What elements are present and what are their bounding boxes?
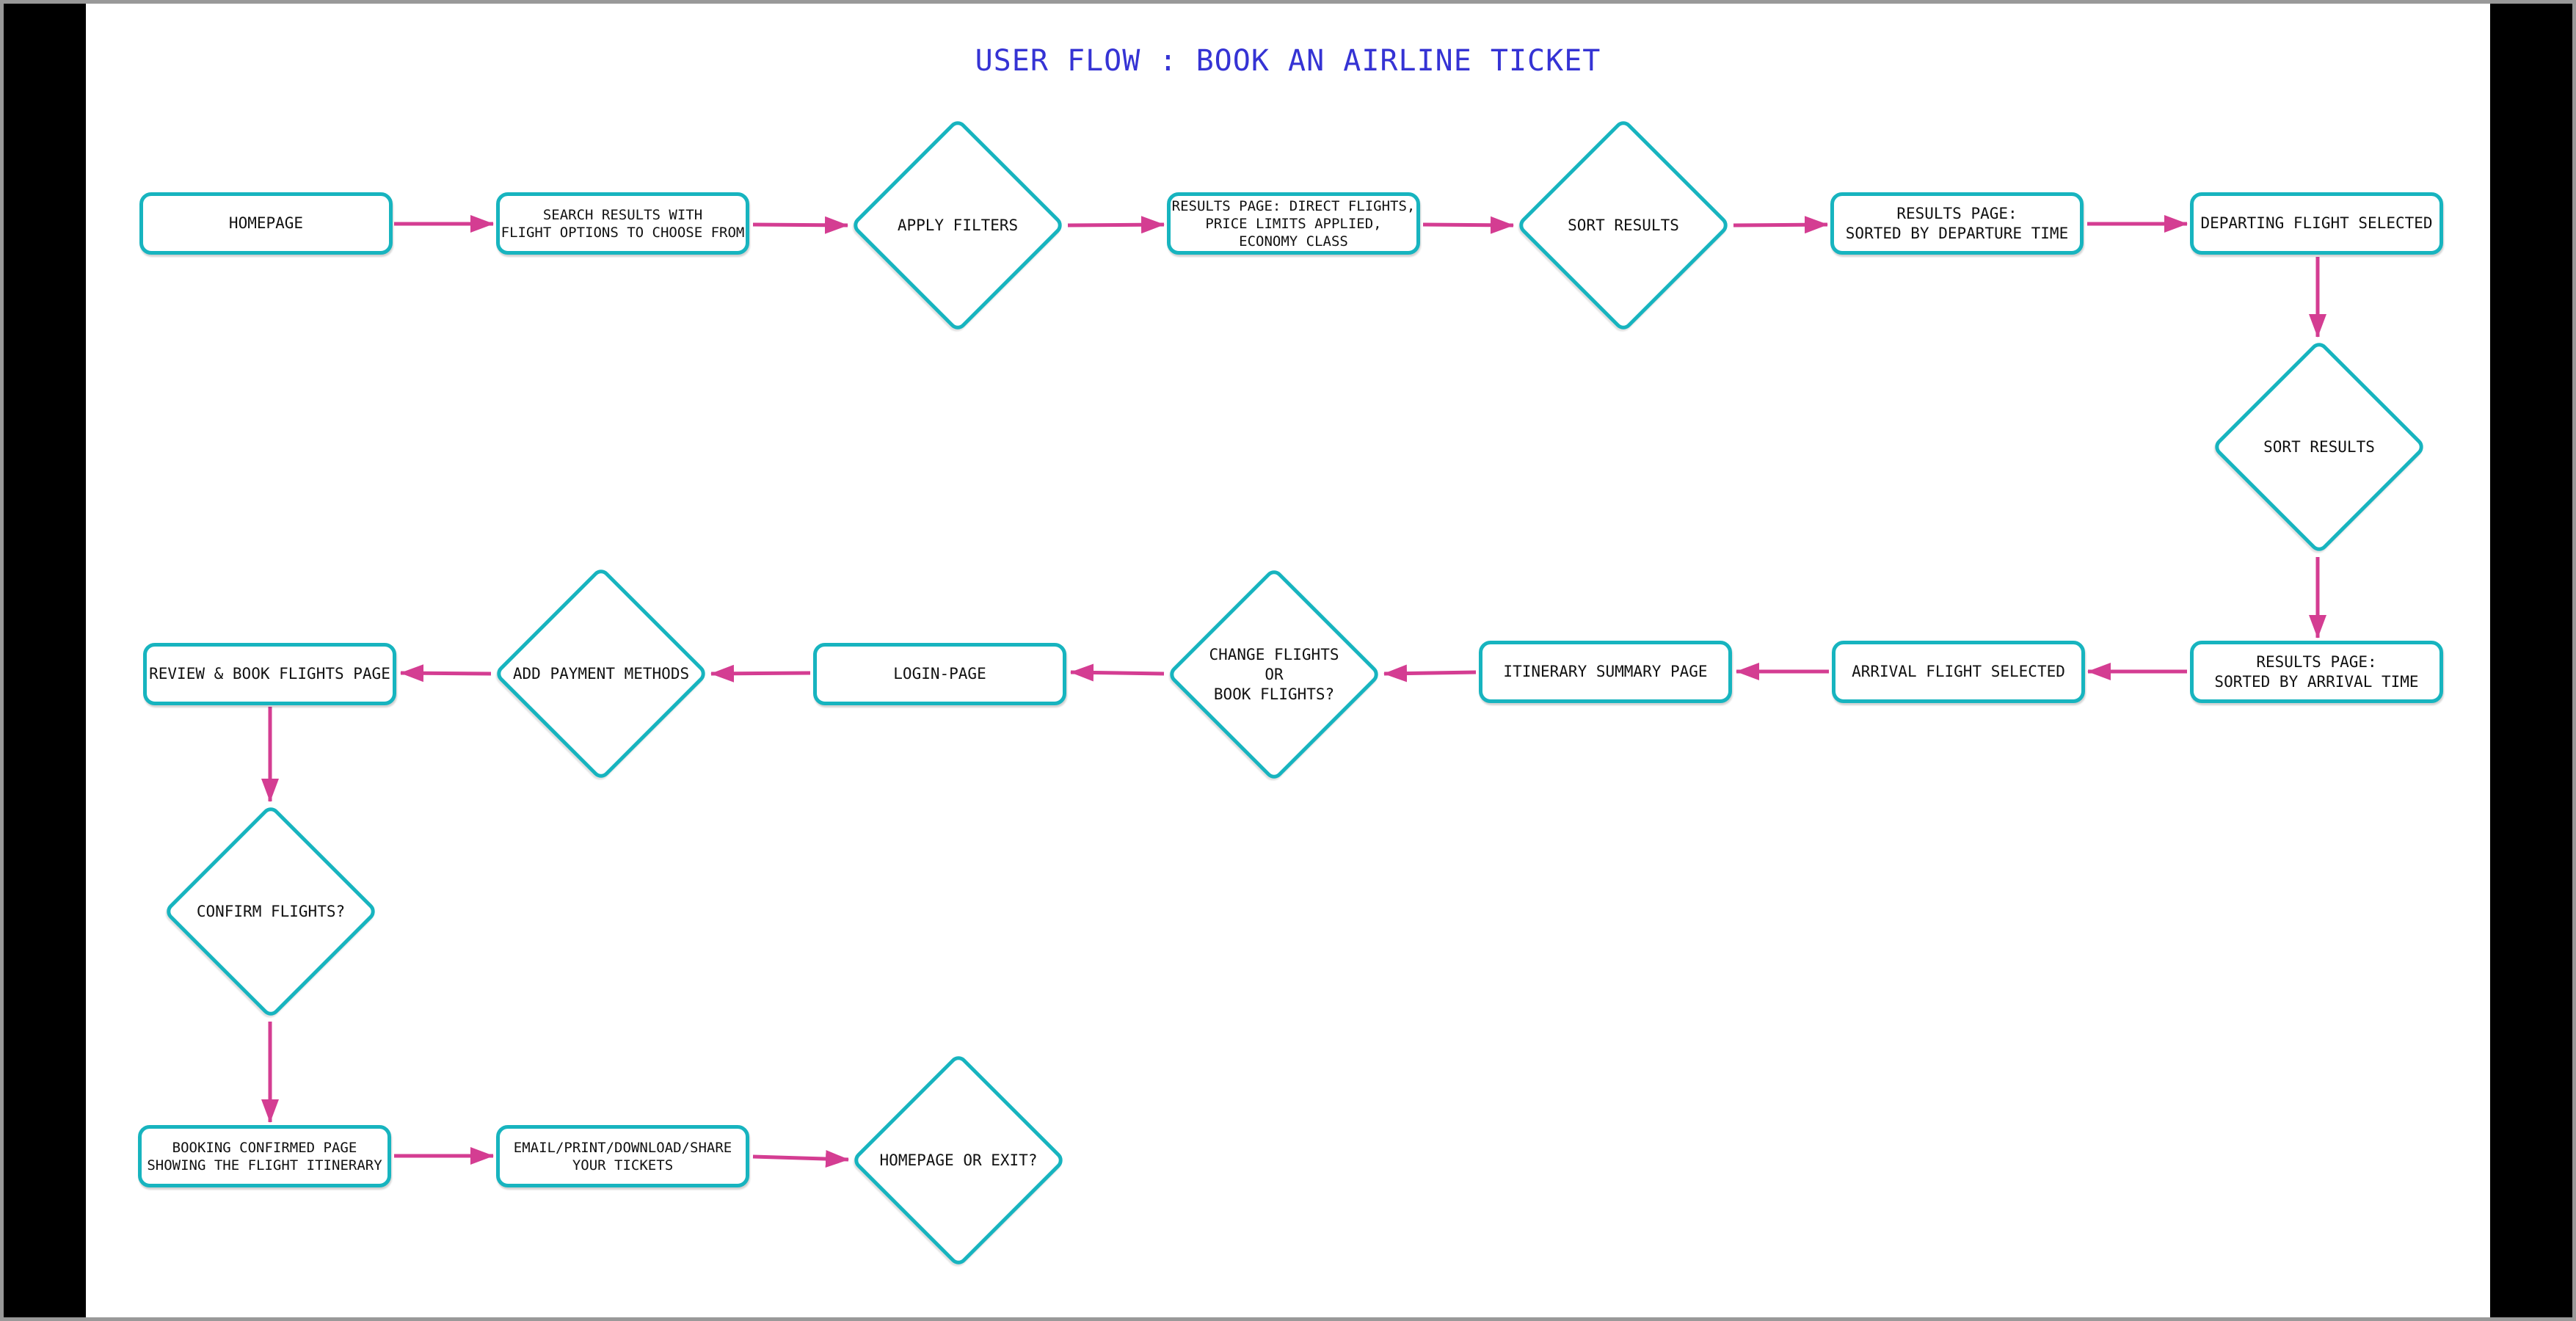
node-label: SORT RESULTS [2263,437,2375,456]
node-label: DEPARTING FLIGHT SELECTED [2200,214,2433,232]
node-itinerary-summary: ITINERARY SUMMARY PAGE [1479,641,1732,703]
node-label: HOMEPAGE OR EXIT? [879,1151,1038,1169]
node-label: SEARCH RESULTS WITH [542,206,703,223]
node-label: CONFIRM FLIGHTS? [196,902,346,920]
node-label: EMAIL/PRINT/DOWNLOAD/SHARE [513,1139,732,1156]
node-results-filtered: RESULTS PAGE: DIRECT FLIGHTS, PRICE LIMI… [1167,192,1420,255]
edge-itinerary-changeorbook [1383,664,1477,683]
node-label: PRICE LIMITS APPLIED, [1205,215,1382,232]
node-label: SHOWING THE FLIGHT ITINERARY [147,1157,382,1173]
node-results-arrival: RESULTS PAGE: SORTED BY ARRIVAL TIME [2190,641,2443,703]
node-label: APPLY FILTERS [897,216,1019,234]
node-label: CHANGE FLIGHTS [1209,645,1339,663]
node-label: YOUR TICKETS [572,1157,674,1173]
node-label: RESULTS PAGE: DIRECT FLIGHTS, [1171,197,1416,214]
node-results-departure: RESULTS PAGE: SORTED BY DEPARTURE TIME [1830,192,2084,255]
node-label: ITINERARY SUMMARY PAGE [1503,663,1708,680]
node-search-results: SEARCH RESULTS WITH FLIGHT OPTIONS TO CH… [496,192,749,255]
node-label: ECONOMY CLASS [1239,233,1348,250]
node-label: BOOKING CONFIRMED PAGE [172,1139,357,1156]
edge-changeorbook-login [1070,663,1165,682]
node-apply-filters: APPLY FILTERS [849,117,1066,334]
node-label: LOGIN-PAGE [893,665,986,683]
node-label: RESULTS PAGE: [1896,204,2017,222]
node-label: ARRIVAL FLIGHT SELECTED [1852,663,2065,680]
node-email-share: EMAIL/PRINT/DOWNLOAD/SHARE YOUR TICKETS [496,1125,749,1187]
node-label: SORTED BY ARRIVAL TIME [2214,672,2419,691]
node-label: OR [1265,665,1284,683]
node-login-page: LOGIN-PAGE [813,643,1066,705]
node-label: REVIEW & BOOK FLIGHTS PAGE [149,665,390,683]
node-sort-results-arrival: SORT RESULTS [2211,338,2428,556]
node-label: SORT RESULTS [1568,216,1679,234]
diagram-canvas: USER FLOW : BOOK AN AIRLINE TICKET [86,4,2490,1317]
node-label: FLIGHT OPTIONS TO CHOOSE FROM [501,224,745,241]
node-label: RESULTS PAGE: [2256,652,2377,671]
edge-addpayment-review [400,664,492,683]
node-confirm-flights: CONFIRM FLIGHTS? [162,803,379,1020]
node-label: HOMEPAGE [228,214,304,232]
node-change-or-book: CHANGE FLIGHTS OR BOOK FLIGHTS? [1165,566,1383,783]
node-add-payment: ADD PAYMENT METHODS [492,565,710,782]
node-homepage-or-exit: HOMEPAGE OR EXIT? [850,1052,1067,1269]
node-arrival-selected: ARRIVAL FLIGHT SELECTED [1832,641,2085,703]
node-homepage: HOMEPAGE [139,192,393,255]
node-review-book: REVIEW & BOOK FLIGHTS PAGE [143,643,396,705]
node-label: SORTED BY DEPARTURE TIME [1845,224,2069,242]
node-label: BOOK FLIGHTS? [1213,685,1335,703]
node-departing-selected: DEPARTING FLIGHT SELECTED [2190,192,2443,255]
node-booking-confirmed: BOOKING CONFIRMED PAGE SHOWING THE FLIGH… [138,1125,391,1187]
edge-email-homepageorexit [752,1150,849,1168]
node-label: ADD PAYMENT METHODS [512,664,690,683]
edge-login-addpayment [710,664,811,683]
diagram-title: USER FLOW : BOOK AN AIRLINE TICKET [975,44,1601,78]
node-sort-results-departing: SORT RESULTS [1515,117,1732,334]
